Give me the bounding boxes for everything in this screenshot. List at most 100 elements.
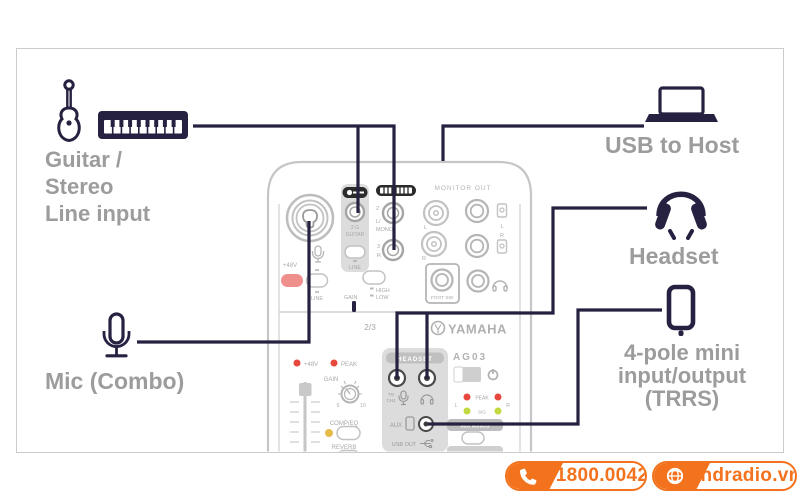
comp-eq-led [325, 429, 333, 437]
line-label: LINE [311, 296, 324, 302]
trrs-label-line3: (TRRS) [644, 386, 720, 411]
ag03-logo: AG03 [453, 352, 487, 363]
phone-icon [666, 284, 696, 336]
guitar-line-label: LINE [349, 265, 362, 271]
gain-rear-label: GAIN [344, 295, 357, 301]
channel-23-label: 2/3 [364, 322, 376, 332]
sig-label: SIG [478, 410, 486, 415]
line-keyboard-to-jacks [193, 124, 396, 250]
gain-knob [338, 380, 362, 404]
jack2-l: L/ [376, 219, 381, 225]
comp-eq-label: COMP/EQ [330, 421, 359, 427]
comp-eq-button [336, 425, 361, 441]
reverb-led [325, 453, 333, 461]
headset-strip: HEADSET TO CH1 AU [382, 348, 448, 452]
ch1-controls: +48V LINE [281, 245, 329, 302]
trrs-label: 4-pole mini input/output (TRRS) [587, 341, 777, 410]
mic-icon [102, 312, 131, 358]
website-badge[interactable]: hdradio.vn [652, 461, 797, 491]
monitor-out-label: MONITOR OUT [434, 185, 491, 192]
usb-out-label: USB OUT [392, 442, 417, 448]
hotline-number: 1800.0042 [555, 465, 647, 486]
peak-l-led [463, 393, 471, 401]
headset-label: Headset [629, 243, 719, 269]
hotline-badge[interactable]: 1800.0042 [505, 461, 647, 491]
peak-r-led [494, 393, 502, 401]
keyboard-icon [98, 111, 188, 139]
line-headset-to-jacks [395, 206, 647, 379]
line-switch [305, 273, 329, 288]
phantom-led [293, 359, 301, 367]
aux-label: AUX [390, 423, 402, 429]
line-mic-to-combo [137, 221, 311, 344]
rca-l-label: L [424, 225, 427, 231]
jack3-num: 3 [377, 244, 380, 250]
guitar-icon [57, 79, 81, 143]
website-url: hdradio.vn [700, 465, 797, 486]
led-l-label: L [455, 403, 458, 409]
peak-led [330, 359, 338, 367]
laptop-icon [645, 86, 718, 122]
mix-minus-label: MIX MINUS [460, 424, 489, 430]
fader-cap [299, 383, 312, 396]
guitar-label-line2: Stereo [45, 174, 114, 199]
out-l-label: L [500, 224, 503, 230]
out-r-label: R [500, 233, 504, 239]
guitar-label-line3: Line input [45, 201, 151, 226]
rca-r-label: R [422, 256, 426, 262]
sig-r-led [494, 407, 502, 415]
knob-min: 0 [337, 403, 340, 409]
reverb-label: REVERB [332, 445, 357, 451]
globe-icon [666, 467, 684, 485]
ch1-label: CH1 [386, 398, 395, 403]
headset-mic-glyph [398, 390, 409, 406]
led-r-label: R [506, 403, 510, 409]
line-usb-to-host [441, 124, 644, 161]
jack2-num: 2 [376, 206, 379, 212]
sig-l-led [463, 407, 471, 415]
low-label: LOW [376, 295, 389, 301]
jack2-mono: MONO [376, 227, 394, 233]
guitar-jack-label: GUITAR [346, 232, 365, 238]
reverb-button [338, 449, 359, 452]
line-trrs-to-aux [428, 308, 662, 426]
jack3-r: R [377, 253, 381, 259]
knob-max: 10 [360, 403, 366, 409]
aux-phone-glyph [405, 416, 415, 431]
headset-badge [386, 352, 444, 364]
phantom-label: +48V [283, 263, 297, 269]
usb-to-host-label: USB to Host [605, 132, 740, 158]
mix-minus-switch [461, 431, 485, 445]
mic-small-icon [311, 245, 325, 263]
guitar-strip: 2 G GUITAR LINE [341, 184, 369, 272]
guitar-jack [344, 201, 366, 223]
phones-icon [492, 280, 508, 292]
fader [290, 382, 320, 452]
phantom-switch [281, 274, 303, 287]
peak-right-label: PEAK [475, 396, 489, 402]
connector-lines [137, 124, 662, 426]
headset-icon [655, 191, 707, 240]
high-label: HIGH [376, 288, 390, 294]
mic-label: Mic (Combo) [45, 368, 185, 394]
guitar-label-line1: Guitar / [45, 147, 123, 172]
footsw-label: FOOT SW [431, 295, 454, 301]
usb-glyph [420, 438, 434, 449]
monitor-out: MONITOR OUT L R L R [420, 185, 508, 262]
yamaha-logo: YAMAHA [430, 320, 507, 337]
gain-knob-label: GAIN [324, 377, 339, 383]
to-label: TO [388, 392, 395, 397]
trrs-label-line2: input/output [617, 363, 747, 388]
phantom-led-label: +48V [304, 362, 318, 368]
trrs-label-line1: 4-pole mini [623, 340, 741, 365]
guitar-jack-num: 2 G [351, 225, 359, 231]
power-icon [487, 369, 499, 381]
guitar-label: Guitar / Stereo Line input [45, 146, 150, 227]
peak-led-label: PEAK [341, 362, 357, 368]
headset-phones-glyph [420, 394, 434, 405]
headset-badge-label: HEADSET [397, 357, 433, 363]
yamaha-text: YAMAHA [448, 322, 507, 337]
gain-highlow: GAIN HIGH LOW [344, 270, 390, 312]
